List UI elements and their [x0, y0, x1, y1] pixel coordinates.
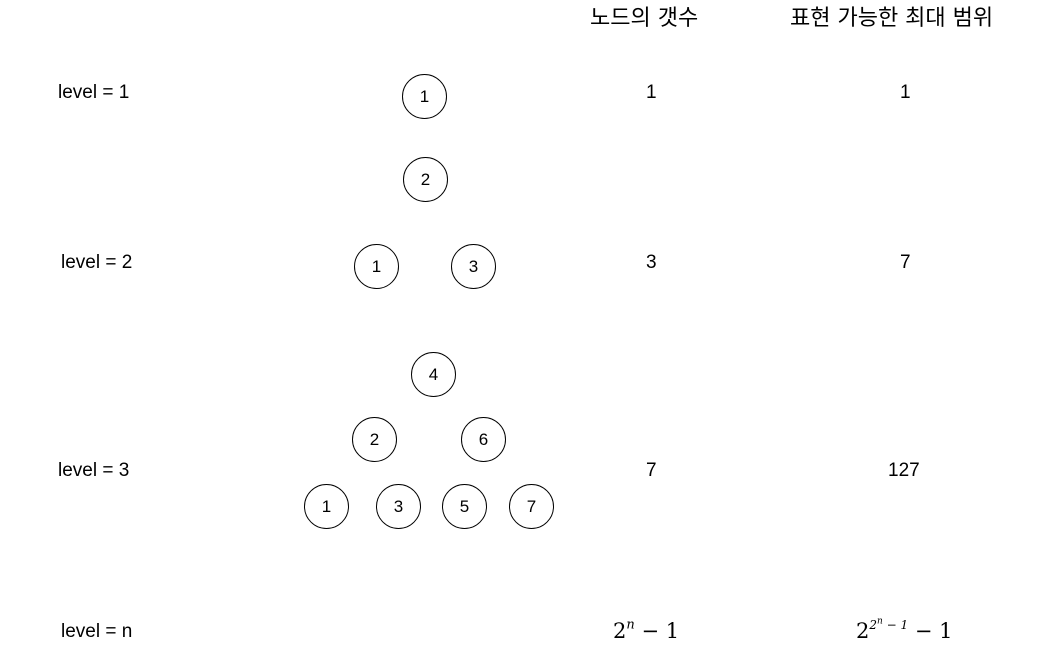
formula-exponent: n [626, 617, 635, 633]
tree-node: 6 [461, 417, 506, 462]
formula-one: 1 [939, 619, 953, 643]
tree-node: 3 [376, 484, 421, 529]
level-label-2: level = 2 [61, 252, 133, 273]
formula-exponent-minus-one: − 1 [882, 618, 909, 632]
tree-node: 4 [411, 352, 456, 397]
max-range-formula: 22n − 1 − 1 [856, 616, 953, 643]
formula-exponent-exponent: n [877, 616, 883, 627]
formula-exponent: 2n − 1 [869, 616, 909, 632]
max-range-level-2: 7 [900, 252, 911, 273]
level-label-1: level = 1 [58, 82, 130, 103]
max-range-level-1: 1 [900, 82, 911, 103]
tree-node: 1 [354, 244, 399, 289]
tree-node: 2 [352, 417, 397, 462]
tree-node: 1 [304, 484, 349, 529]
level-label-3: level = 3 [58, 460, 130, 481]
formula-minus: − [641, 619, 660, 643]
level-label-n: level = n [61, 621, 133, 642]
tree-node: 3 [451, 244, 496, 289]
formula-base: 2 [856, 619, 870, 643]
node-count-formula: 2n − 1 [613, 618, 680, 643]
header-node-count: 노드의 갯수 [590, 6, 699, 31]
node-count-level-1: 1 [646, 82, 657, 103]
formula-minus: − [914, 619, 933, 643]
node-count-level-3: 7 [646, 460, 657, 481]
tree-node: 5 [442, 484, 487, 529]
max-range-level-3: 127 [888, 460, 920, 481]
tree-node: 2 [403, 157, 448, 202]
header-max-range: 표현 가능한 최대 범위 [790, 6, 994, 31]
tree-node: 1 [402, 74, 447, 119]
formula-base: 2 [613, 619, 627, 643]
formula-one: 1 [665, 619, 680, 643]
node-count-level-2: 3 [646, 252, 657, 273]
tree-node: 7 [509, 484, 554, 529]
formula-exponent-base: 2 [869, 618, 878, 632]
